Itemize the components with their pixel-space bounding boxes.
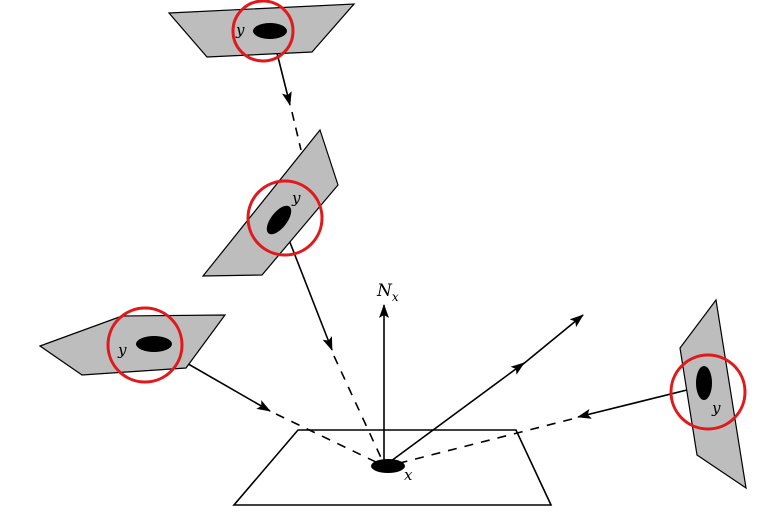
- ray-outgoing-mid: [386, 362, 525, 465]
- highlight-circle: [106, 306, 184, 384]
- highlight-circle: [231, 0, 295, 63]
- patch-surface: [38, 314, 227, 376]
- emitter-point-label: y: [291, 189, 301, 207]
- emitter-patch-middle: y: [201, 128, 339, 277]
- patch-surface: [679, 298, 747, 490]
- receiver-point: [371, 459, 405, 473]
- ray-right-dashed: [391, 418, 573, 466]
- ray-right-solid: [577, 385, 704, 419]
- normal-label: Nx: [376, 281, 399, 304]
- emitter-patch-top: y: [167, 0, 356, 63]
- ray-middle-solid: [281, 221, 333, 351]
- emitter-point: [696, 366, 712, 400]
- ray-top-dashed: [291, 111, 302, 151]
- highlight-circle: [246, 179, 324, 257]
- receiver-point-label: x: [404, 466, 413, 484]
- ray-middle-dashed: [333, 355, 384, 463]
- emitter-point: [266, 205, 292, 235]
- ray-left-dashed: [275, 413, 379, 464]
- emitter-point: [136, 336, 172, 352]
- outgoing-rays: [386, 314, 584, 465]
- emitter-patch-left: y: [38, 306, 227, 384]
- normal-subscript: x: [392, 290, 399, 304]
- emitter-point-label: y: [235, 21, 245, 39]
- emitter-point-label: y: [711, 399, 721, 417]
- normal-letter: N: [376, 281, 393, 301]
- emitter-point-label: y: [117, 341, 127, 359]
- highlight-circle: [669, 353, 747, 431]
- emitter-point: [253, 23, 287, 39]
- patch-surface: [201, 128, 339, 277]
- emitter-patch-right: y: [669, 298, 747, 490]
- ray-outgoing-far: [521, 314, 584, 366]
